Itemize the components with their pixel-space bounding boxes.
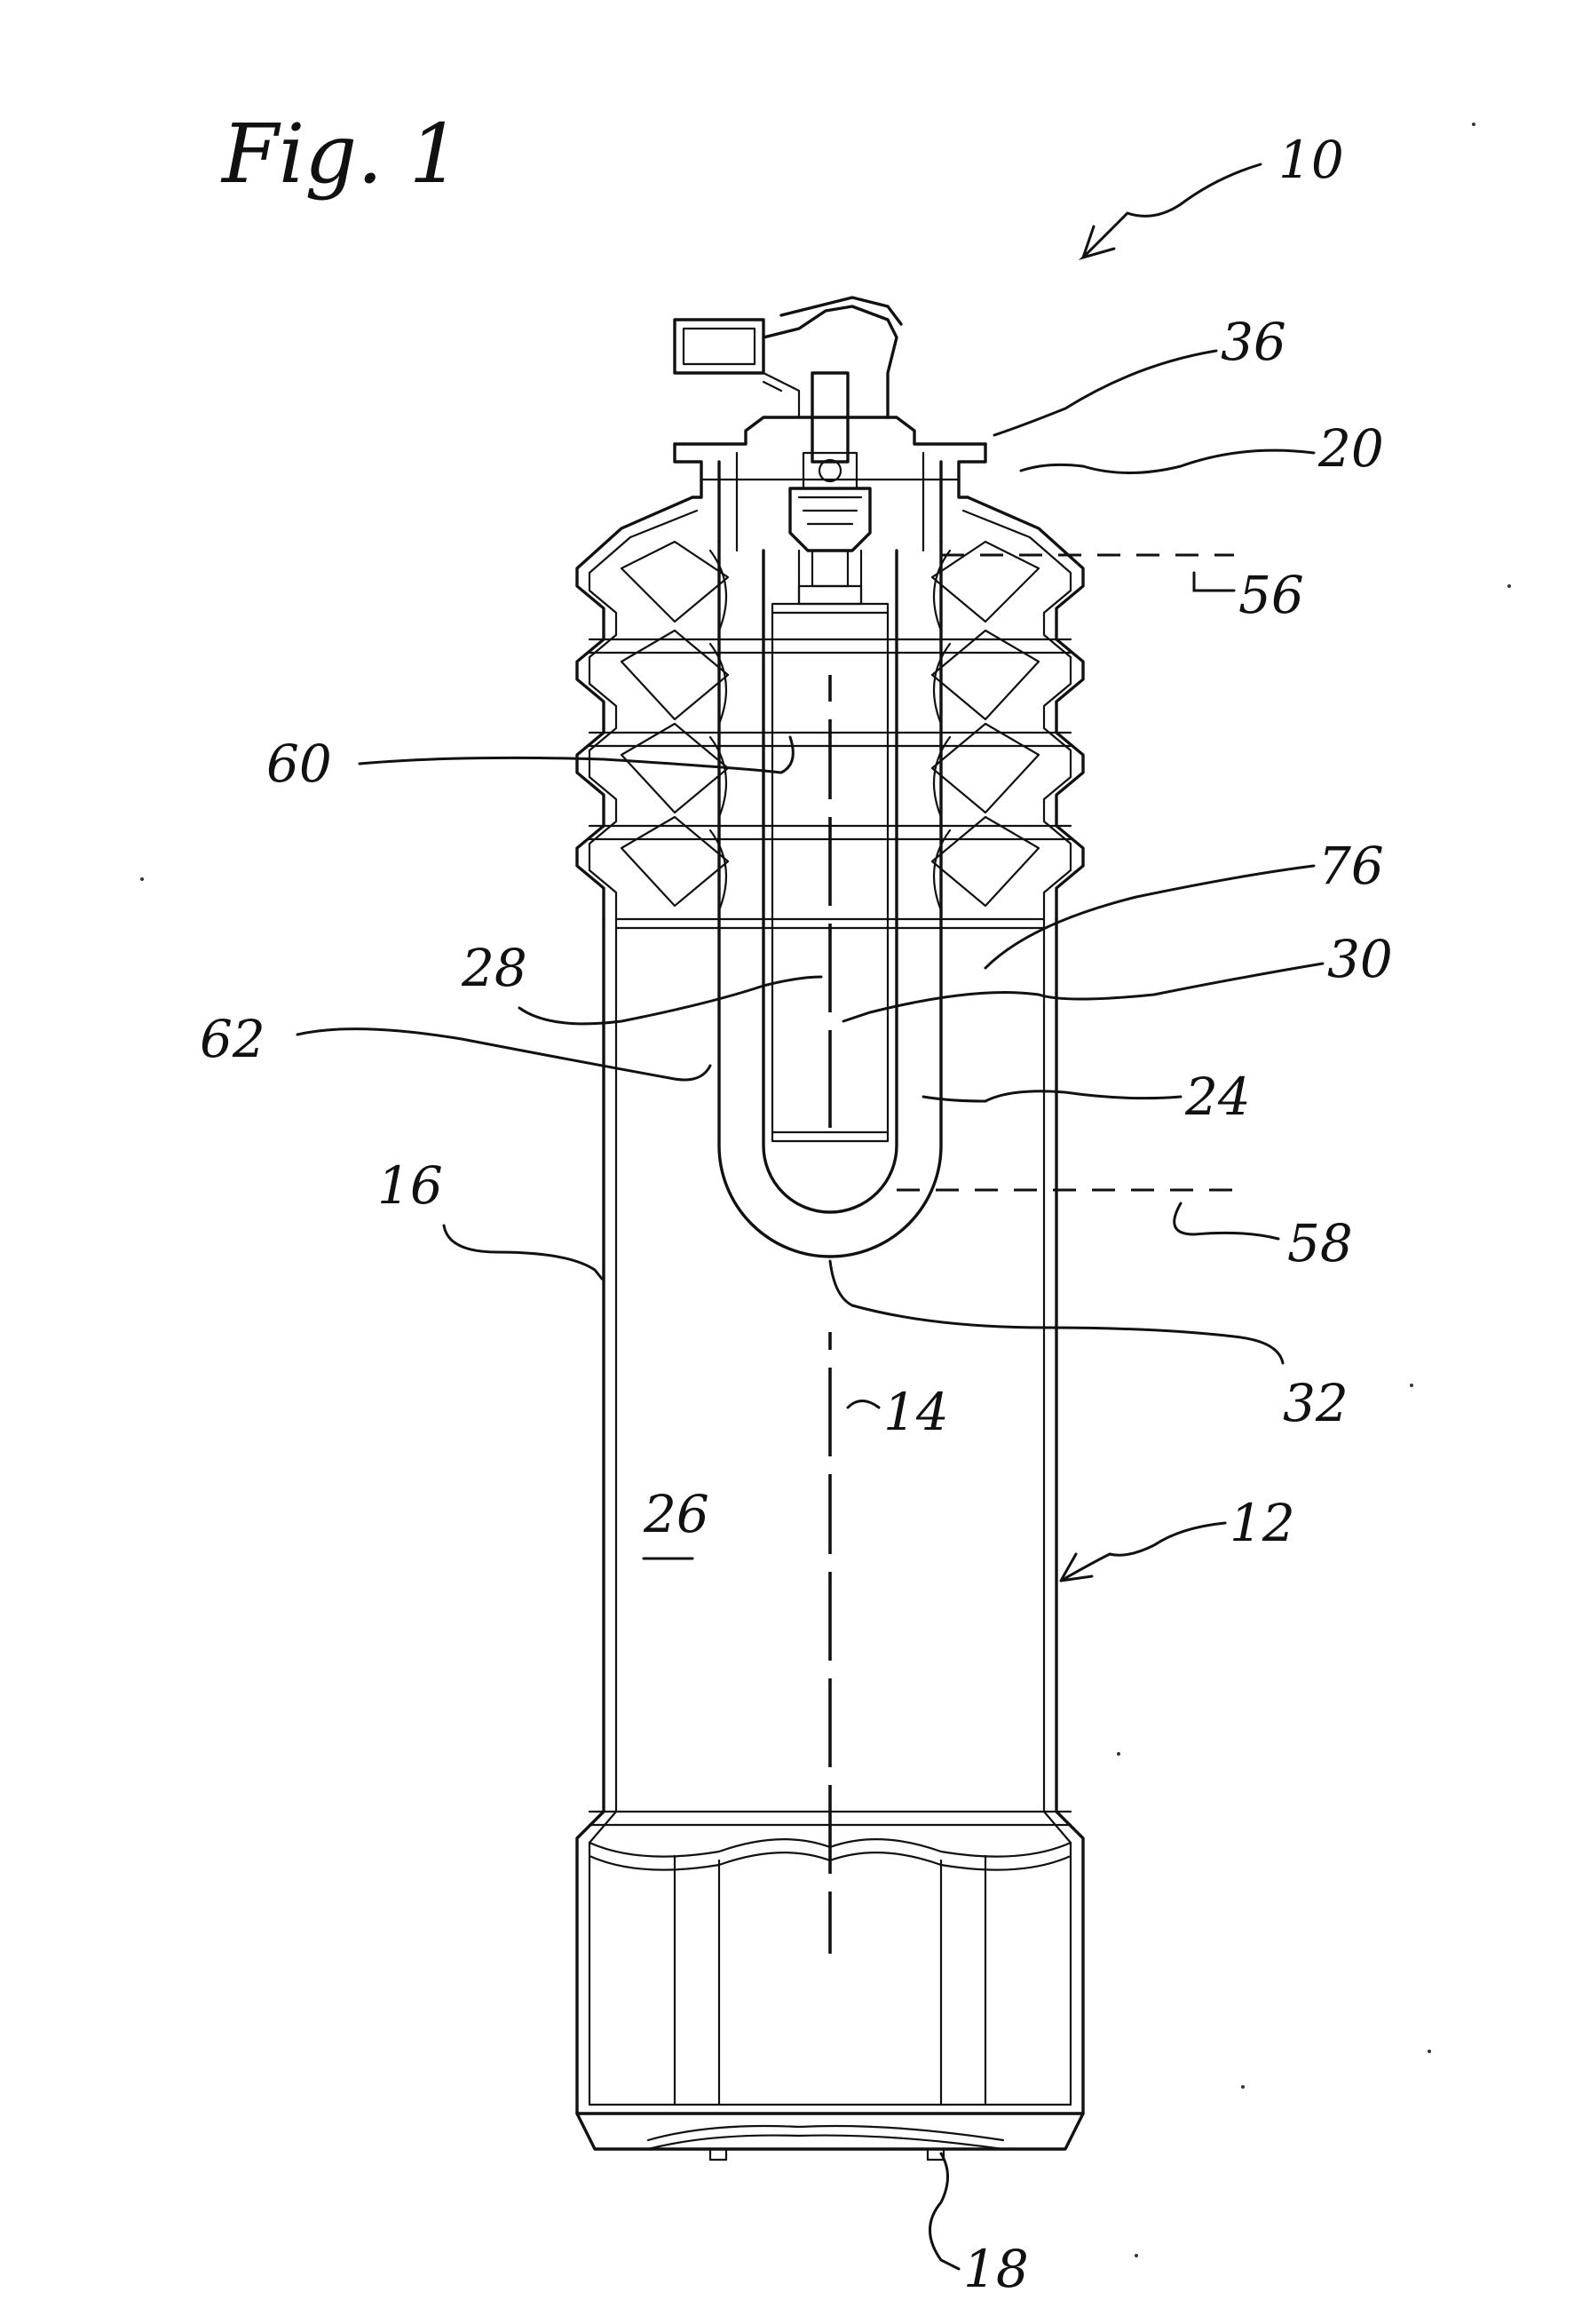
leader-14 [848,1401,879,1408]
leader-16 [444,1225,602,1279]
ref-76: 76 [1318,836,1384,896]
leader-76 [985,866,1314,968]
figure-label: Fig. 1 [220,107,461,202]
ref-18: 18 [963,2239,1029,2299]
ref-26: 26 [643,1484,709,1544]
ref-62: 62 [200,1009,265,1069]
ref-32: 32 [1283,1373,1349,1433]
leader-20 [1021,450,1314,472]
leader-10 [1083,164,1261,258]
ref-10: 10 [1278,130,1344,190]
ref-16: 16 [377,1155,443,1216]
ref-60: 60 [266,734,332,794]
leader-28 [519,977,821,1024]
leader-30 [843,964,1323,1021]
ref-20: 20 [1317,418,1384,479]
ref-36: 36 [1221,312,1286,372]
ref-58: 58 [1287,1213,1353,1273]
leader-24 [923,1091,1181,1101]
leader-18 [930,2153,960,2269]
leader-58 [1175,1203,1278,1239]
ref-56: 56 [1238,565,1304,625]
leader-56 [1194,573,1234,591]
ref-28: 28 [461,938,527,998]
leader-36 [994,351,1216,435]
leader-12 [1061,1523,1225,1581]
ref-30: 30 [1327,929,1393,989]
ref-14: 14 [883,1382,949,1442]
ref-24: 24 [1184,1067,1251,1127]
valve-cap-assembly [675,297,985,604]
leader-62 [297,1029,710,1080]
ref-12: 12 [1230,1493,1295,1553]
